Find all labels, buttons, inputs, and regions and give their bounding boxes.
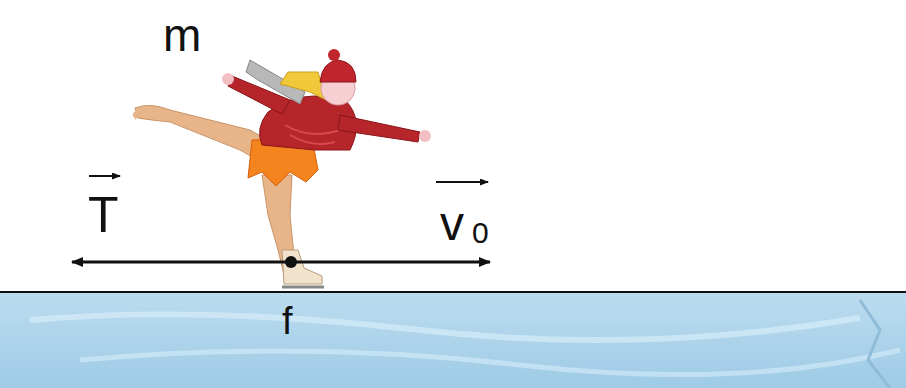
mass-symbol: m bbox=[163, 12, 201, 58]
tension-symbol: T bbox=[88, 190, 119, 240]
velocity-arrow bbox=[291, 261, 490, 264]
velocity-subscript: 0 bbox=[472, 218, 489, 248]
vector-mark bbox=[89, 175, 120, 177]
friction-symbol: f bbox=[282, 302, 293, 340]
vector-mark bbox=[436, 181, 488, 183]
tension-arrow bbox=[72, 261, 291, 264]
velocity-symbol: v bbox=[440, 200, 464, 248]
ice bbox=[0, 292, 906, 388]
contact-dot bbox=[285, 256, 297, 268]
